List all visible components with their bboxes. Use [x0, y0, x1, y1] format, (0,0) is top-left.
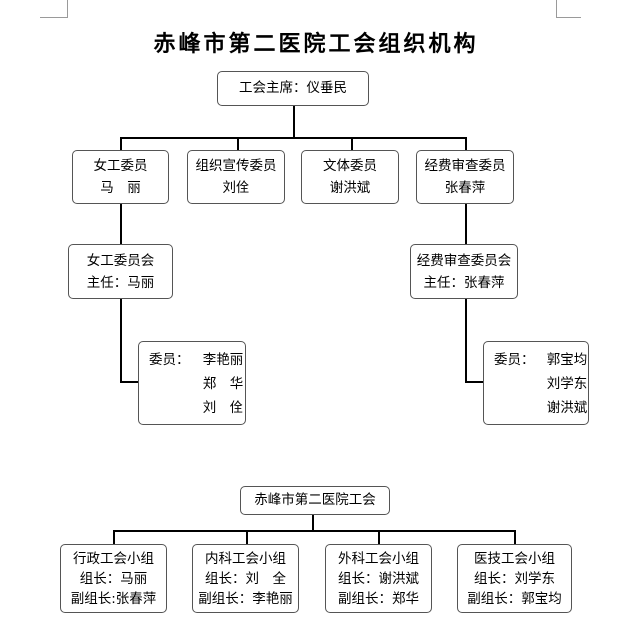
audit-committee-title: 经费审查委员会 — [416, 253, 512, 269]
group-leader: 组长：刘 全 — [205, 571, 286, 587]
connector-line — [465, 203, 467, 245]
committee-women-box: 女工委员 马 丽 — [72, 150, 169, 204]
chairman-box: 工会主席：仪垂民 — [217, 71, 369, 106]
group-name: 外科工会小组 — [338, 551, 419, 567]
corner-mark-left — [40, 0, 68, 18]
member-row: 委员： 李艳丽 — [149, 348, 245, 372]
group-name: 内科工会小组 — [205, 551, 286, 567]
committee-role: 组织宣传委员 — [195, 158, 277, 174]
connector-line — [351, 137, 353, 151]
committee-audit-box: 经费审查委员 张春萍 — [416, 150, 514, 204]
connector-line — [246, 530, 248, 545]
member-name: 郭宝均 — [546, 352, 588, 368]
connector-line — [113, 530, 115, 545]
committee-role: 经费审查委员 — [424, 158, 506, 174]
group-name: 行政工会小组 — [73, 551, 154, 567]
committee-sports-box: 文体委员 谢洪斌 — [301, 150, 399, 204]
group-deputy: 副组长：郭宝均 — [467, 591, 562, 607]
connector-line — [120, 203, 122, 245]
connector-line — [237, 137, 239, 151]
member-name: 郑 华 — [202, 376, 244, 392]
committee-member-name: 马 丽 — [100, 180, 141, 196]
women-committee-director: 主任：马丽 — [86, 275, 155, 291]
corner-mark-right — [556, 0, 581, 18]
group-deputy: 副组长:张春萍 — [70, 591, 157, 607]
union-name: 赤峰市第二医院工会 — [254, 492, 376, 508]
member-row: 刘学东 — [494, 372, 588, 396]
member-name: 李艳丽 — [202, 352, 244, 368]
connector-line — [120, 298, 122, 382]
committee-role: 女工委员 — [93, 158, 148, 174]
women-committee-members-box: 委员： 李艳丽 郑 华 刘 佺 — [138, 341, 246, 425]
committee-role: 文体委员 — [323, 158, 377, 174]
group-box: 行政工会小组 组长：马丽 副组长:张春萍 — [60, 544, 167, 613]
group-deputy: 副组长：李艳丽 — [198, 591, 293, 607]
union-box: 赤峰市第二医院工会 — [240, 486, 390, 515]
member-name: 刘学东 — [546, 376, 588, 392]
connector-line — [293, 105, 295, 138]
audit-committee-members-box: 委员： 郭宝均 刘学东 谢洪斌 — [483, 341, 589, 425]
member-name: 刘 佺 — [202, 400, 244, 416]
member-row: 郑 华 — [149, 372, 245, 396]
connector-line — [120, 137, 467, 139]
member-name: 谢洪斌 — [546, 400, 588, 416]
committee-member-name: 刘佺 — [222, 180, 250, 196]
connector-line — [120, 137, 122, 151]
member-row: 委员： 郭宝均 — [494, 348, 588, 372]
group-deputy: 副组长：郑华 — [338, 591, 419, 607]
committee-member-name: 谢洪斌 — [329, 180, 371, 196]
connector-line — [312, 513, 314, 531]
audit-committee-director: 主任：张春萍 — [423, 275, 505, 291]
audit-committee-box: 经费审查委员会 主任：张春萍 — [410, 244, 518, 299]
connector-line — [514, 530, 516, 545]
member-row: 刘 佺 — [149, 396, 245, 420]
group-box: 内科工会小组 组长：刘 全 副组长：李艳丽 — [192, 544, 299, 613]
group-box: 外科工会小组 组长：谢洪斌 副组长：郑华 — [325, 544, 432, 613]
member-row: 谢洪斌 — [494, 396, 588, 420]
members-label: 委员： — [149, 352, 190, 368]
connector-line — [120, 381, 139, 383]
group-leader: 组长：谢洪斌 — [338, 571, 419, 587]
members-label: 委员： — [494, 352, 535, 368]
women-committee-title: 女工委员会 — [86, 253, 155, 269]
page-title: 赤峰市第二医院工会组织机构 — [153, 31, 479, 57]
group-box: 医技工会小组 组长：刘学东 副组长：郭宝均 — [457, 544, 572, 613]
group-name: 医技工会小组 — [474, 551, 555, 567]
connector-line — [465, 298, 467, 382]
connector-line — [465, 381, 484, 383]
group-leader: 组长：刘学东 — [474, 571, 555, 587]
committee-organization-box: 组织宣传委员 刘佺 — [187, 150, 285, 204]
committee-member-name: 张春萍 — [444, 180, 486, 196]
connector-line — [378, 530, 380, 545]
connector-line — [113, 530, 516, 532]
chairman-label: 工会主席：仪垂民 — [239, 80, 347, 96]
group-leader: 组长：马丽 — [79, 571, 148, 587]
women-committee-box: 女工委员会 主任：马丽 — [68, 244, 173, 299]
connector-line — [465, 137, 467, 151]
